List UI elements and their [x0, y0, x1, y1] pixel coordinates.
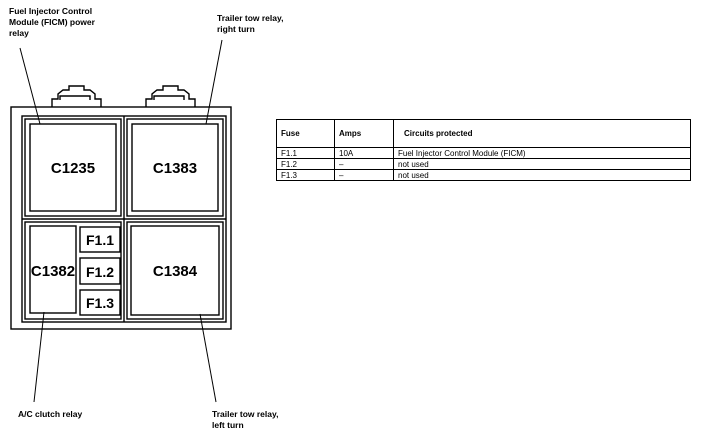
- header-circuits: Circuits protected: [393, 119, 691, 148]
- leader-trailer-right: [205, 39, 223, 125]
- latch-right-inner: [153, 95, 185, 100]
- header-amps: Amps: [334, 119, 394, 148]
- callout-ac-clutch: A/C clutch relay: [18, 409, 83, 419]
- latch-left-inner: [59, 95, 91, 100]
- leader-ficm: [19, 47, 41, 125]
- fuse-slot-f1-1: [79, 226, 121, 253]
- callout-trailer-right: Trailer tow relay, right turn: [217, 13, 284, 34]
- quadrant-top-left: [24, 118, 122, 217]
- quadrant-top-right: [126, 118, 224, 217]
- label-c1384: C1384: [153, 263, 198, 280]
- table-row: F1.1 10A Fuel Injector Control Module (F…: [276, 147, 691, 159]
- callout-trailer-left: Trailer tow relay, left turn: [212, 409, 279, 430]
- latch-right: [145, 85, 196, 107]
- label-c1235: C1235: [51, 160, 95, 177]
- fuse-table-header: Fuse Amps Circuits protected: [276, 119, 691, 148]
- connector-c1383: [131, 123, 219, 212]
- header-fuse: Fuse: [276, 119, 335, 148]
- connector-c1382: [29, 225, 77, 314]
- label-c1383: C1383: [153, 160, 197, 177]
- fuse-slot-f1-3: [79, 289, 121, 316]
- table-row: F1.3 – not used: [276, 169, 691, 181]
- fuse-box-outer: [10, 106, 232, 330]
- quadrant-bottom-left: [24, 221, 122, 320]
- callout-ficm-relay: Fuel Injector Control Module (FICM) powe…: [9, 6, 95, 38]
- leader-ac-clutch: [33, 311, 45, 403]
- table-row: F1.2 – not used: [276, 158, 691, 170]
- connector-c1384: [130, 225, 220, 316]
- label-c1382: C1382: [31, 263, 75, 280]
- latch-left: [51, 85, 102, 107]
- leader-trailer-left: [199, 313, 217, 403]
- connector-c1235: [29, 123, 117, 212]
- label-f1-2: F1.2: [86, 264, 114, 280]
- fuse-table: Fuse Amps Circuits protected F1.1 10A Fu…: [276, 119, 691, 181]
- label-f1-1: F1.1: [86, 232, 114, 248]
- label-f1-3: F1.3: [86, 295, 114, 311]
- quadrant-bottom-right: [126, 221, 224, 320]
- fuse-slot-f1-2: [79, 257, 121, 285]
